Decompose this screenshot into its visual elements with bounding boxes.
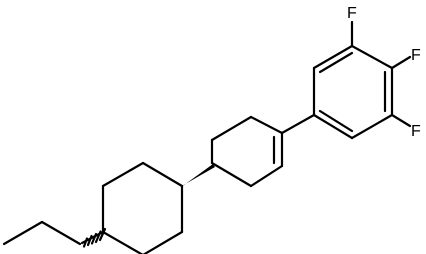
benzene-ring [312,44,394,140]
bond-rings-link [280,113,316,135]
cyclohexane-ring [101,161,184,254]
bond-propyl-2 [40,220,82,246]
fluorine-label-bottom: F [411,123,421,140]
fluorine-bonds [350,20,412,128]
propyl-chain [2,220,82,246]
hashed-wedge-bond [80,227,107,248]
cyclohexene-ring [210,115,284,188]
fluorine-label-top: F [347,5,357,22]
bond-propyl-1 [2,220,44,246]
bold-wedge-bond [180,164,215,187]
fluorine-label-right: F [411,47,421,64]
